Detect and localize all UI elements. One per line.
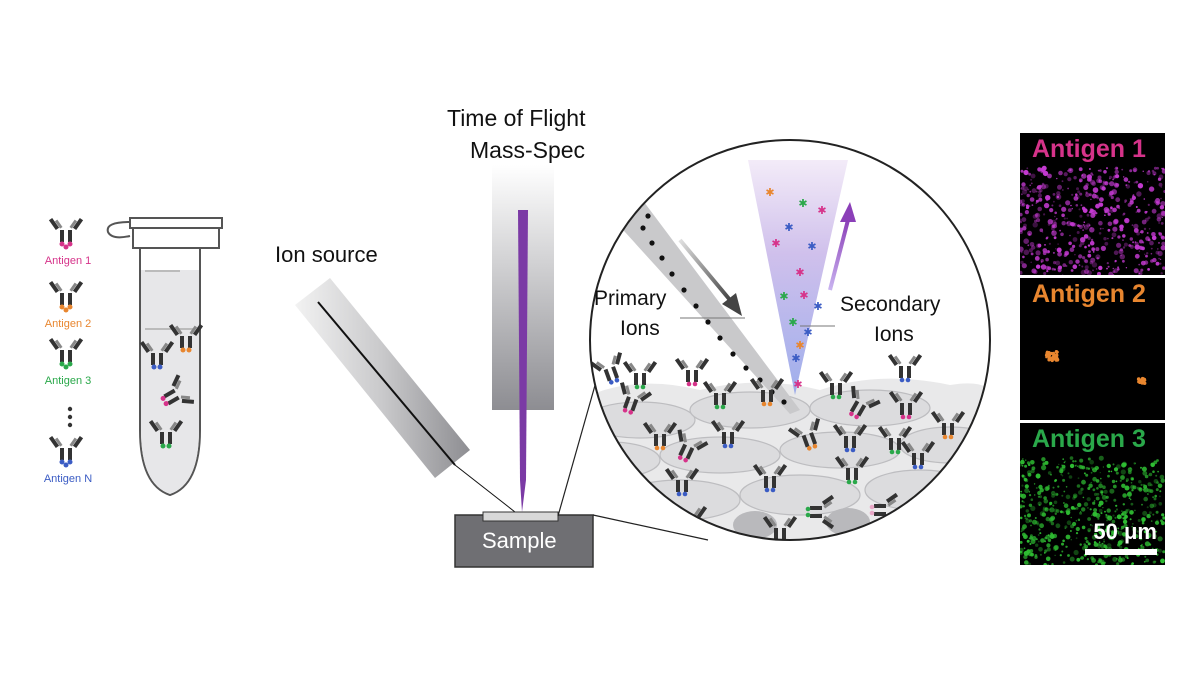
- svg-text:✱: ✱: [791, 352, 800, 365]
- antigen-1-panel-title: Antigen 1: [1032, 135, 1146, 163]
- antibody-icon: [48, 337, 84, 370]
- svg-text:✱: ✱: [795, 266, 804, 279]
- svg-text:✱: ✱: [813, 300, 822, 313]
- tof-label-line2: Mass-Spec: [470, 137, 586, 163]
- ellipsis-dot: [67, 422, 73, 428]
- svg-text:✱: ✱: [807, 240, 816, 253]
- ion-source-gun: [295, 278, 516, 513]
- legend-label-antigen-3: Antigen 3: [44, 375, 92, 387]
- secondary-ions-label-line1: Secondary: [840, 293, 941, 316]
- legend-label-antigen-n: Antigen N: [43, 473, 93, 485]
- sample-stage: [454, 289, 709, 568]
- primary-ions-label-line1: Primary: [594, 287, 667, 310]
- svg-text:✱: ✱: [788, 316, 797, 329]
- legend-antibodies: [48, 217, 84, 468]
- magnified-view: ✱ ✱ ✱ ✱ ✱ ✱ ✱ ✱ ✱ ✱ ✱ ✱ ✱ ✱ ✱: [589, 139, 991, 541]
- sample-tube: [106, 217, 223, 497]
- legend-label-antigen-2: Antigen 2: [44, 318, 92, 330]
- ellipsis-dot: [67, 414, 73, 420]
- ion-source-label: Ion source: [275, 242, 378, 267]
- antigen-3-image-panel: Antigen 3 50 μm: [1020, 423, 1165, 565]
- svg-text:✱: ✱: [799, 289, 808, 302]
- antibody-icon: [48, 435, 84, 468]
- svg-text:✱: ✱: [795, 339, 804, 352]
- sample-label: Sample: [482, 528, 557, 553]
- antigen-1-signal: [1020, 165, 1165, 275]
- svg-text:✱: ✱: [765, 186, 774, 199]
- svg-text:✱: ✱: [793, 378, 802, 391]
- primary-ions-label-line2: Ions: [620, 317, 660, 340]
- svg-text:✱: ✱: [779, 290, 788, 303]
- antigen-2-signal: [1044, 350, 1147, 385]
- tof-mass-spec: [492, 165, 554, 512]
- svg-text:✱: ✱: [784, 221, 793, 234]
- antigen-1-image-panel: Antigen 1: [1020, 133, 1165, 275]
- svg-text:✱: ✱: [817, 204, 826, 217]
- ellipsis-dot: [67, 406, 73, 412]
- scale-bar-label: 50 μm: [1093, 519, 1157, 544]
- antigen-2-panel-title: Antigen 2: [1032, 280, 1146, 308]
- svg-text:✱: ✱: [803, 326, 812, 339]
- tof-label-line1: Time of Flight: [447, 105, 586, 131]
- svg-text:✱: ✱: [798, 197, 807, 210]
- legend-label-antigen-1: Antigen 1: [44, 255, 92, 267]
- antigen-3-panel-title: Antigen 3: [1032, 425, 1146, 453]
- antigen-2-image-panel: Antigen 2: [1020, 278, 1165, 420]
- secondary-ions-label-line2: Ions: [874, 323, 914, 346]
- svg-text:✱: ✱: [771, 237, 780, 250]
- antibody-icon: [48, 217, 84, 250]
- antibody-icon: [48, 280, 84, 313]
- scale-bar: [1085, 549, 1157, 555]
